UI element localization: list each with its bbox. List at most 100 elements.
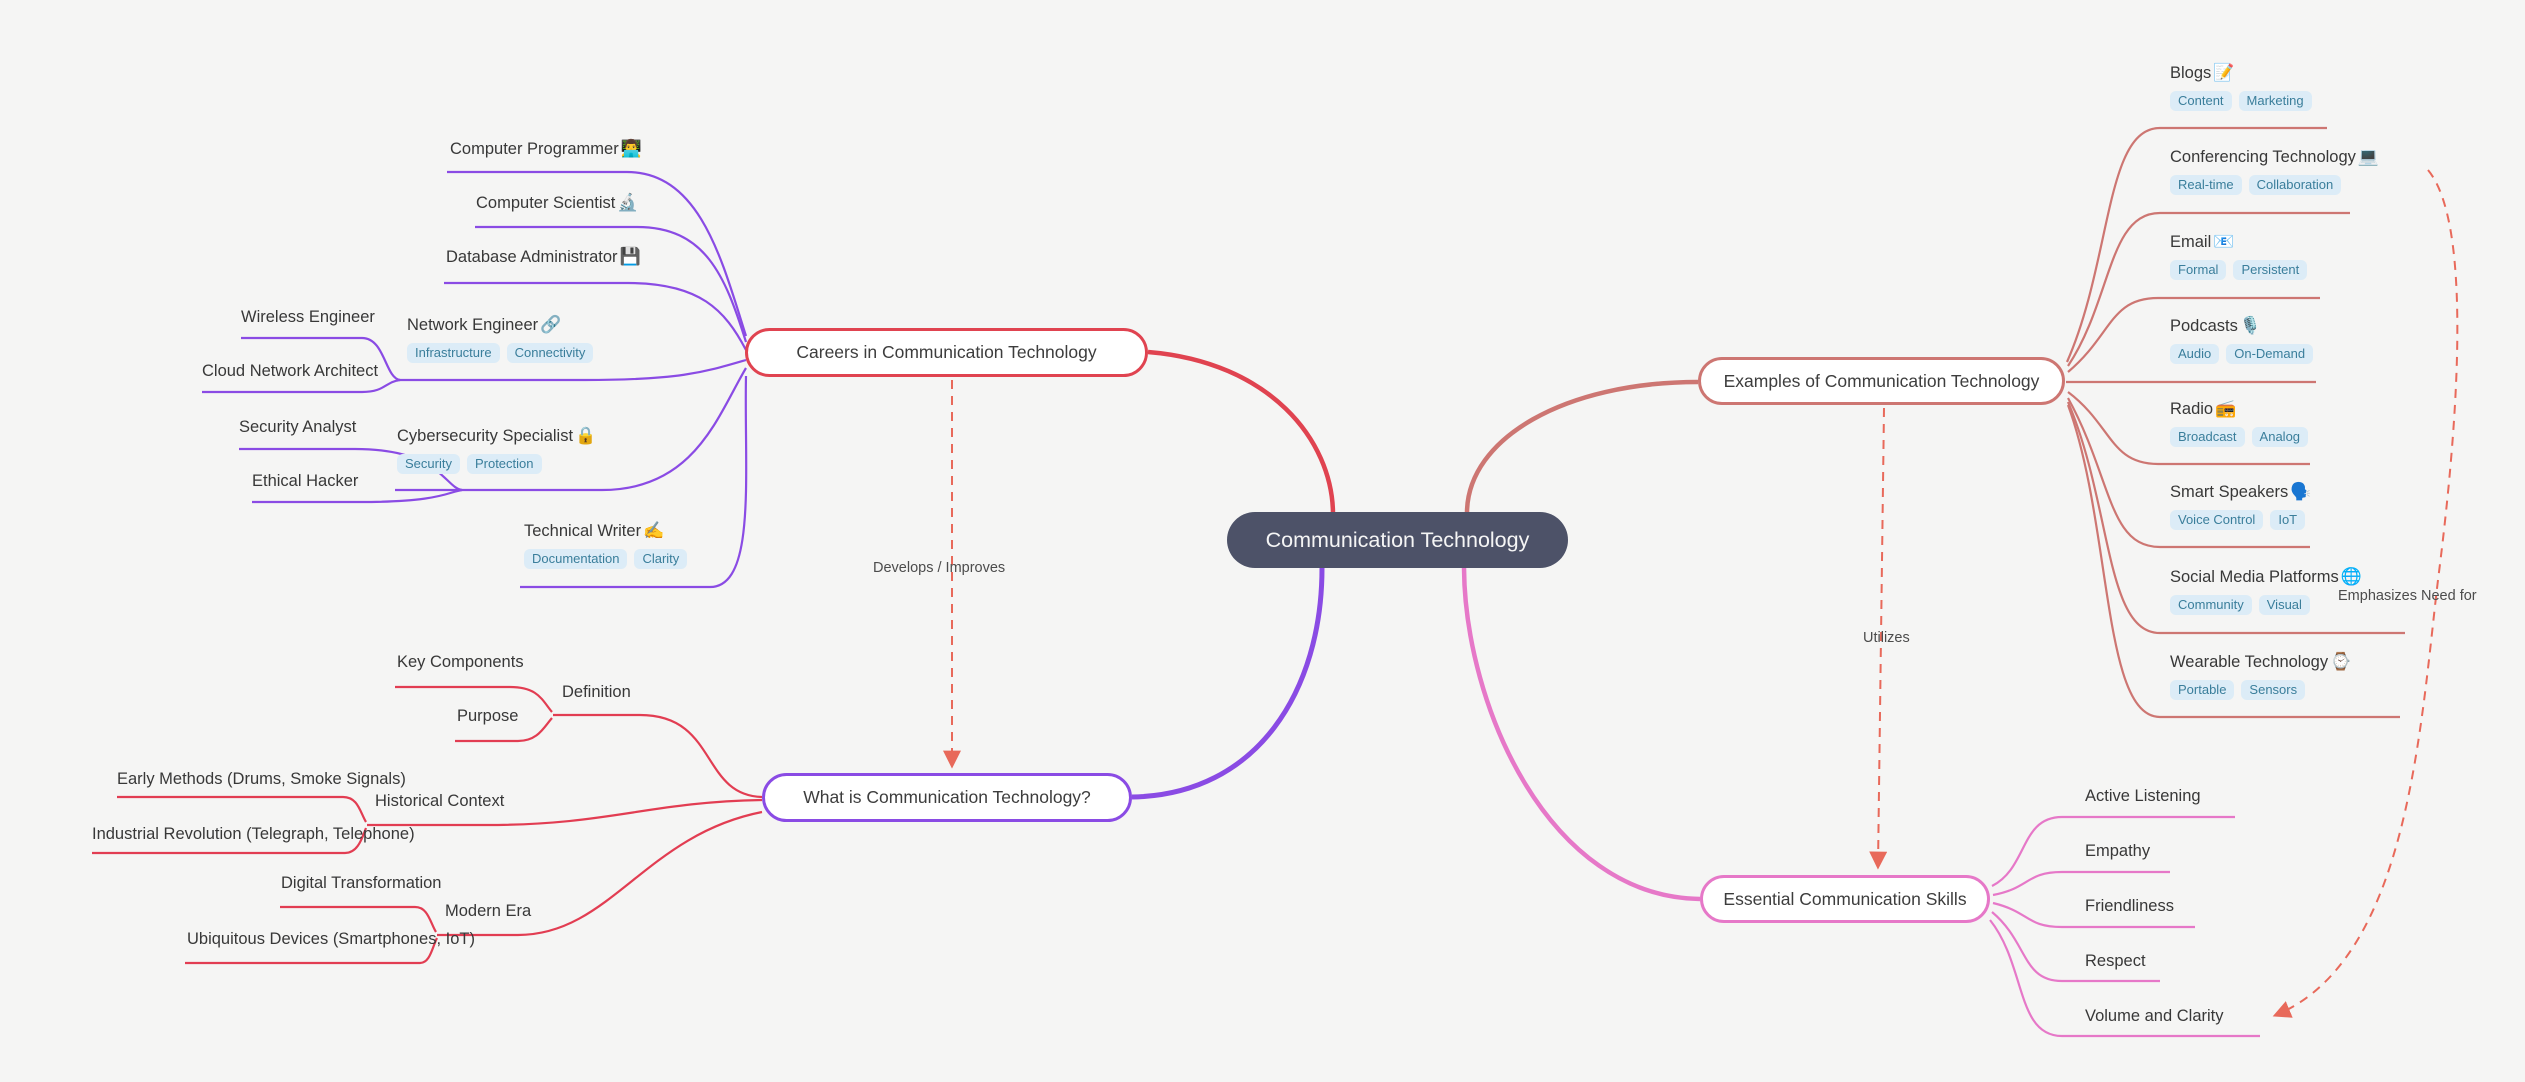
tag-persistent: Persistent: [2233, 260, 2308, 280]
tag-formal: Formal: [2170, 260, 2227, 280]
leaf-modern-era[interactable]: Modern Era: [445, 900, 531, 922]
tag-list: Portable Sensors: [2170, 680, 2351, 700]
leaf-industrial-revolution[interactable]: Industrial Revolution (Telegraph, Teleph…: [92, 823, 415, 845]
watch-icon: ⌚: [2330, 652, 2352, 671]
leaf-podcasts[interactable]: Podcasts🎙️ Audio On-Demand: [2170, 315, 2314, 364]
tag-real-time: Real-time: [2170, 175, 2242, 195]
leaf-network-engineer[interactable]: Network Engineer🔗 Infrastructure Connect…: [407, 314, 594, 363]
leaf-wearable-technology[interactable]: Wearable Technology⌚ Portable Sensors: [2170, 651, 2351, 700]
floppy-disk-icon: 💾: [619, 247, 641, 266]
leaf-label: Technical Writer: [524, 522, 642, 540]
leaf-security-analyst[interactable]: Security Analyst: [239, 416, 356, 438]
leaf-empathy[interactable]: Empathy: [2085, 840, 2150, 862]
leaf-label: Wearable Technology: [2170, 653, 2329, 671]
leaf-computer-programmer[interactable]: Computer Programmer👨‍💻: [450, 138, 642, 160]
tag-visual: Visual: [2258, 595, 2310, 615]
leaf-computer-scientist[interactable]: Computer Scientist🔬: [476, 192, 639, 214]
leaf-label: Key Components: [397, 653, 524, 671]
tag-on-demand: On-Demand: [2226, 344, 2314, 364]
leaf-technical-writer[interactable]: Technical Writer✍️ Documentation Clarity: [524, 520, 688, 569]
tag-protection: Protection: [466, 454, 542, 474]
leaf-ubiquitous-devices[interactable]: Ubiquitous Devices (Smartphones, IoT): [187, 928, 475, 950]
lock-icon: 🔒: [575, 426, 597, 445]
tag-marketing: Marketing: [2238, 91, 2312, 111]
leaf-ethical-hacker[interactable]: Ethical Hacker: [252, 470, 358, 492]
leaf-radio[interactable]: Radio📻 Broadcast Analog: [2170, 398, 2309, 447]
node-what-is-label: What is Communication Technology?: [803, 787, 1091, 807]
tag-list: Real-time Collaboration: [2170, 175, 2379, 195]
edge-label-develops-improves: Develops / Improves: [873, 560, 1006, 576]
node-skills-label: Essential Communication Skills: [1723, 888, 1967, 909]
node-examples[interactable]: Examples of Communication Technology: [1698, 357, 2065, 405]
leaf-label: Wireless Engineer: [241, 308, 375, 326]
leaf-definition[interactable]: Definition: [562, 681, 631, 703]
leaf-label: Radio: [2170, 400, 2214, 418]
skills-child-edges: [1989, 815, 2260, 1038]
leaf-digital-transformation[interactable]: Digital Transformation: [281, 872, 441, 894]
leaf-database-administrator[interactable]: Database Administrator💾: [446, 246, 641, 268]
leaf-wireless-engineer[interactable]: Wireless Engineer: [241, 306, 375, 328]
tag-audio: Audio: [2170, 344, 2220, 364]
leaf-label: Digital Transformation: [281, 874, 442, 892]
microphone-icon: 🎙️: [2239, 316, 2262, 335]
edge-emphasizes-need-for: [2272, 169, 2459, 1018]
tag-community: Community: [2170, 595, 2252, 615]
microscope-icon: 🔬: [617, 193, 639, 212]
tag-list: Voice Control IoT: [2170, 510, 2311, 530]
leaf-label: Historical Context: [375, 792, 505, 810]
leaf-conferencing-technology[interactable]: Conferencing Technology💻 Real-time Colla…: [2170, 146, 2379, 195]
tag-list: Broadcast Analog: [2170, 427, 2309, 447]
leaf-label: Purpose: [457, 707, 519, 725]
leaf-respect[interactable]: Respect: [2085, 950, 2146, 972]
leaf-label: Smart Speakers: [2170, 483, 2289, 501]
leaf-label: Cloud Network Architect: [202, 362, 379, 380]
leaf-key-components[interactable]: Key Components: [397, 651, 524, 673]
tag-iot: IoT: [2270, 510, 2306, 530]
leaf-blogs[interactable]: Blogs📝 Content Marketing: [2170, 62, 2312, 111]
node-careers-label: Careers in Communication Technology: [796, 342, 1097, 362]
tag-list: Infrastructure Connectivity: [407, 343, 594, 363]
man-technologist-icon: 👨‍💻: [620, 139, 642, 158]
leaf-historical-context[interactable]: Historical Context: [375, 790, 504, 812]
leaf-label: Active Listening: [2085, 787, 2201, 805]
leaf-label: Database Administrator: [446, 248, 618, 266]
link-icon: 🔗: [540, 315, 562, 334]
tag-list: Documentation Clarity: [524, 549, 688, 569]
leaf-label: Ethical Hacker: [252, 472, 359, 490]
leaf-label: Friendliness: [2085, 897, 2174, 915]
edge-utilizes: [1869, 407, 1888, 870]
leaf-label: Podcasts: [2170, 317, 2238, 335]
leaf-label: Email: [2170, 233, 2212, 251]
leaf-label: Computer Scientist: [476, 194, 616, 212]
leaf-social-media-platforms[interactable]: Social Media Platforms🌐 Community Visual: [2170, 566, 2362, 615]
node-examples-label: Examples of Communication Technology: [1723, 370, 2040, 391]
tag-documentation: Documentation: [524, 549, 628, 569]
node-careers[interactable]: Careers in Communication Technology: [745, 328, 1148, 377]
speaking-head-icon: 🗣️: [2290, 482, 2312, 501]
leaf-active-listening[interactable]: Active Listening: [2085, 785, 2201, 807]
node-skills[interactable]: Essential Communication Skills: [1700, 875, 1990, 923]
memo-icon: 📝: [2213, 63, 2235, 82]
tag-list: Security Protection: [397, 454, 596, 474]
radio-icon: 📻: [2215, 399, 2237, 418]
leaf-email[interactable]: Email📧 Formal Persistent: [2170, 231, 2308, 280]
tag-collaboration: Collaboration: [2248, 175, 2342, 195]
leaf-label: Cybersecurity Specialist: [397, 427, 574, 445]
dashed-relation-edges: [943, 169, 2459, 1018]
leaf-purpose[interactable]: Purpose: [457, 705, 518, 727]
tag-infrastructure: Infrastructure: [407, 343, 500, 363]
node-what-is[interactable]: What is Communication Technology?: [762, 773, 1132, 822]
leaf-label: Conferencing Technology: [2170, 148, 2356, 166]
leaf-cloud-network-architect[interactable]: Cloud Network Architect: [202, 360, 378, 382]
tag-list: Formal Persistent: [2170, 260, 2308, 280]
leaf-early-methods[interactable]: Early Methods (Drums, Smoke Signals): [117, 768, 406, 790]
leaf-cybersecurity-specialist[interactable]: Cybersecurity Specialist🔒 Security Prote…: [397, 425, 596, 474]
examples-child-edges: [2065, 126, 2405, 719]
laptop-icon: 💻: [2357, 147, 2380, 166]
leaf-smart-speakers[interactable]: Smart Speakers🗣️ Voice Control IoT: [2170, 481, 2311, 530]
tag-list: Community Visual: [2170, 595, 2362, 615]
center-node-communication-technology[interactable]: Communication Technology: [1227, 512, 1568, 568]
leaf-volume-and-clarity[interactable]: Volume and Clarity: [2085, 1005, 2224, 1027]
leaf-friendliness[interactable]: Friendliness: [2085, 895, 2174, 917]
